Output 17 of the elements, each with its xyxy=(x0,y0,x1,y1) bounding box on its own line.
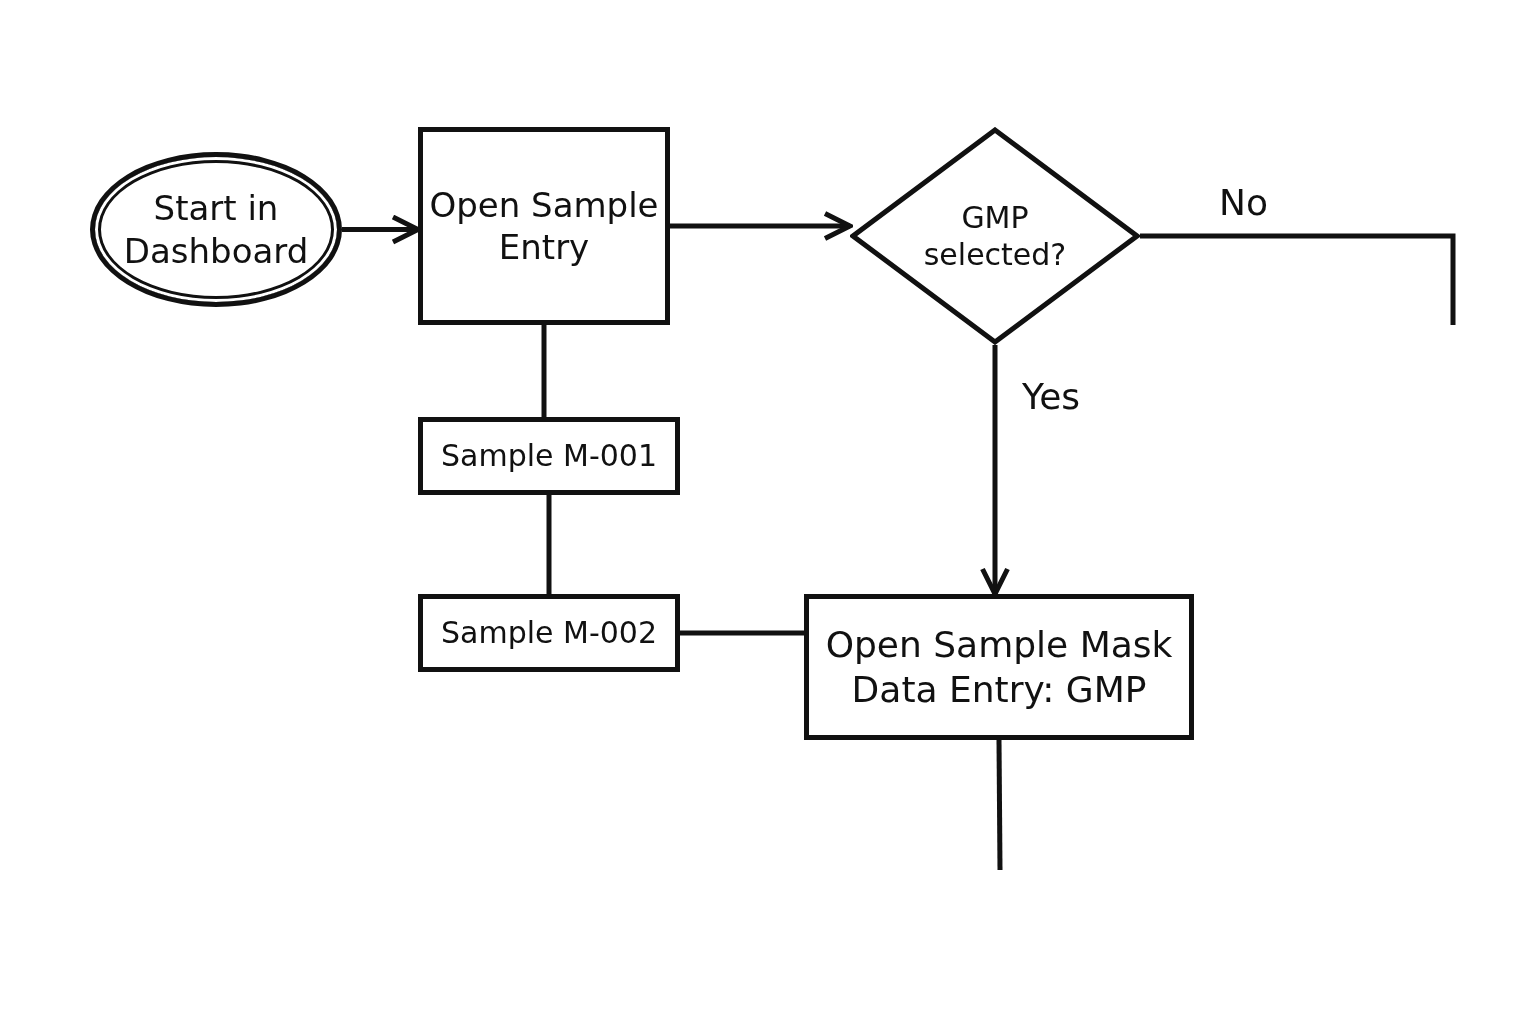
process-box xyxy=(804,594,1194,740)
node-text: Start in Dashboard xyxy=(122,187,310,272)
connector-line xyxy=(680,630,804,636)
node-text: GMP selected? xyxy=(922,198,1068,274)
connector-line xyxy=(541,325,547,417)
connector-line xyxy=(546,495,552,594)
process-box xyxy=(418,127,670,325)
connector-line xyxy=(1140,233,1456,325)
process-box xyxy=(418,417,680,495)
node-text: Open Sample Entry xyxy=(428,183,660,269)
process-box xyxy=(418,594,680,672)
connector-line xyxy=(996,740,1003,870)
arrow xyxy=(670,211,853,241)
node-text: Sample M-002 xyxy=(440,614,658,652)
node-text: Open Sample Mask Data Entry: GMP xyxy=(824,623,1174,712)
decision-diamond xyxy=(850,127,1140,345)
node-text: Sample M-001 xyxy=(440,437,658,475)
